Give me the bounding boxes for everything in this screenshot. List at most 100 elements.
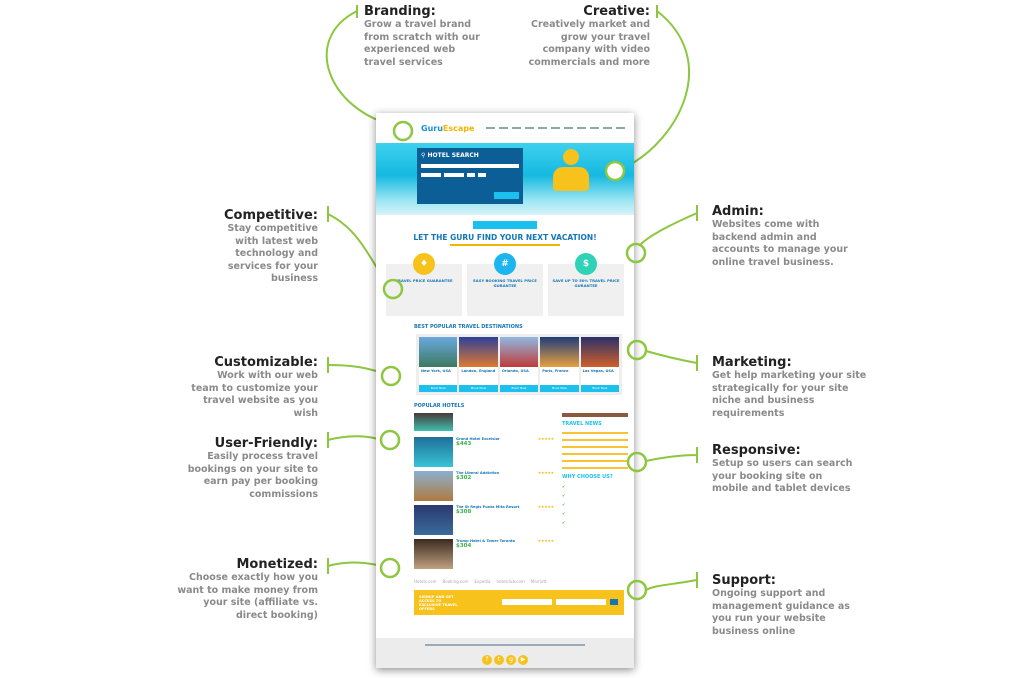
check-icon: ✔ [562, 484, 566, 489]
hero-banner: ⚲ HOTEL SEARCH [376, 143, 634, 215]
title: Creative: [583, 4, 650, 19]
text: Choose exactly how you want to make mone… [177, 572, 318, 621]
signup-button[interactable] [610, 599, 618, 605]
text: Work with our web team to customize your… [191, 370, 318, 419]
title: Support: [712, 573, 776, 588]
nav-links [486, 127, 626, 129]
book-now-button[interactable]: Book Now [459, 385, 498, 392]
text: Stay competitive with latest web technol… [227, 223, 318, 284]
title: Monetized: [236, 557, 319, 572]
email-input[interactable] [556, 599, 606, 605]
sidebar: TRAVEL NEWS WHY CHOOSE US? ✔ ✔ ✔ ✔ ✔ [562, 413, 628, 573]
annotation-competitive: Competitive:Stay competitive with latest… [148, 208, 318, 286]
book-now-button[interactable]: Book Now [499, 385, 539, 392]
branding-connector [325, 5, 394, 126]
title: Admin: [712, 204, 764, 219]
annotation-customizable: Customizable:Work with our web team to c… [148, 355, 318, 420]
annotation-creative: Creative:Creatively market and grow your… [480, 4, 650, 69]
admin-connector [639, 205, 698, 246]
feature-card: ♦TRAVEL PRICE GUARANTEE [386, 253, 462, 316]
headline: LET THE GURU FIND YOUR NEXT VACATION! [413, 233, 597, 242]
twitter-icon[interactable]: t [494, 655, 504, 665]
support-connector [645, 572, 698, 591]
responsive-connector [645, 447, 698, 463]
userfriendly-connector [327, 432, 382, 448]
hotel-search-title: HOTEL SEARCH [427, 152, 479, 159]
tag-icon: # [494, 253, 516, 275]
text: Easily process travel bookings on your s… [187, 451, 318, 500]
hotels-title: POPULAR HOTELS [414, 403, 465, 409]
travel-news-title: TRAVEL NEWS [562, 421, 602, 427]
feature-card: #EASY BOOKING TRAVEL PRICE GURANTEE [467, 253, 543, 316]
check-icon: ✔ [562, 511, 566, 516]
text: Setup so users can search your booking s… [712, 458, 853, 494]
text: Get help marketing your site strategical… [712, 370, 867, 419]
hotel-item[interactable]: ★★★★★Grand Hotel Excelsior$443 [414, 437, 554, 467]
title: Marketing: [712, 355, 792, 370]
book-now-button[interactable]: Book Now [580, 385, 620, 392]
title: Responsive: [712, 443, 801, 458]
rooms-select[interactable] [467, 173, 475, 177]
title: Competitive: [224, 208, 318, 223]
feature-card: $SAVE UP TO 50% TRAVEL PRICE GURANTEE [548, 253, 624, 316]
customizable-connector [327, 357, 384, 374]
logo: GuruEscape [421, 123, 475, 133]
website-mockup: GuruEscape ⚲ HOTEL SEARCH LET THE GURU F… [376, 113, 634, 668]
facebook-icon[interactable]: f [482, 655, 492, 665]
book-now-button[interactable]: Book Now [540, 385, 579, 392]
name-input[interactable] [502, 599, 552, 605]
hotel-item[interactable]: ★★★★★The St Regis Punta Mita Resort$308 [414, 505, 554, 535]
search-icon: ⚲ [421, 152, 428, 159]
mockup-nav: GuruEscape [376, 113, 634, 143]
text: Websites come with backend admin and acc… [712, 219, 848, 268]
title: User-Friendly: [214, 436, 318, 451]
destination-input[interactable] [421, 164, 519, 168]
hotel-item[interactable]: ★★★★★Trump Hotel & Tower Toronto$304 [414, 539, 554, 569]
hotel-search-box: ⚲ HOTEL SEARCH [417, 148, 523, 204]
youtube-icon[interactable]: ▶ [518, 655, 528, 665]
search-button[interactable] [494, 192, 519, 199]
text: Grow a travel brand from scratch with ou… [364, 19, 480, 68]
annotation-monetized: Monetized:Choose exactly how you want to… [148, 557, 318, 622]
book-now-button[interactable]: Book Now [419, 385, 458, 392]
annotation-user-friendly: User-Friendly:Easily process travel book… [148, 436, 318, 501]
annotation-branding: Branding:Grow a travel brand from scratc… [364, 4, 534, 69]
signup-banner: SIGNUP AND GET ACCESS TO EXCLUSIVE TRAVE… [414, 590, 624, 615]
destinations-title: BEST POPULAR TRAVEL DESTINATIONS [414, 324, 523, 330]
cta-button[interactable] [473, 221, 537, 229]
text: Creatively market and grow your travel c… [528, 19, 650, 68]
checkout-input[interactable] [444, 173, 464, 177]
annotation-responsive: Responsive:Setup so users can search you… [712, 443, 892, 496]
trophy-icon: ♦ [413, 253, 435, 275]
monetized-connector [327, 558, 382, 574]
title: Customizable: [214, 355, 318, 370]
dollar-icon: $ [575, 253, 597, 275]
subheadline [450, 244, 560, 246]
hotels-list: ★★★★★Grand Hotel Excelsior$443 ★★★★★The … [414, 413, 554, 573]
text: Ongoing support and management guidance … [712, 588, 850, 637]
annotation-support: Support:Ongoing support and management g… [712, 573, 892, 638]
annotation-marketing: Marketing:Get help marketing your site s… [712, 355, 892, 420]
guests-select[interactable] [478, 173, 486, 177]
checkin-input[interactable] [421, 173, 441, 177]
marketing-connector [645, 350, 698, 371]
signup-text: SIGNUP AND GET ACCESS TO EXCLUSIVE TRAVE… [419, 595, 458, 611]
hotel-item[interactable]: ★★★★★The Liberal Addiction$302 [414, 471, 554, 501]
creative-connector [623, 5, 691, 169]
title: Branding: [364, 4, 436, 19]
check-icon: ✔ [562, 520, 566, 525]
why-choose-title: WHY CHOOSE US? [562, 474, 613, 480]
annotation-admin: Admin:Websites come with backend admin a… [712, 204, 892, 269]
google-plus-icon[interactable]: g [506, 655, 516, 665]
guru-mascot-icon [551, 149, 591, 201]
check-icon: ✔ [562, 502, 566, 507]
check-icon: ✔ [562, 493, 566, 498]
